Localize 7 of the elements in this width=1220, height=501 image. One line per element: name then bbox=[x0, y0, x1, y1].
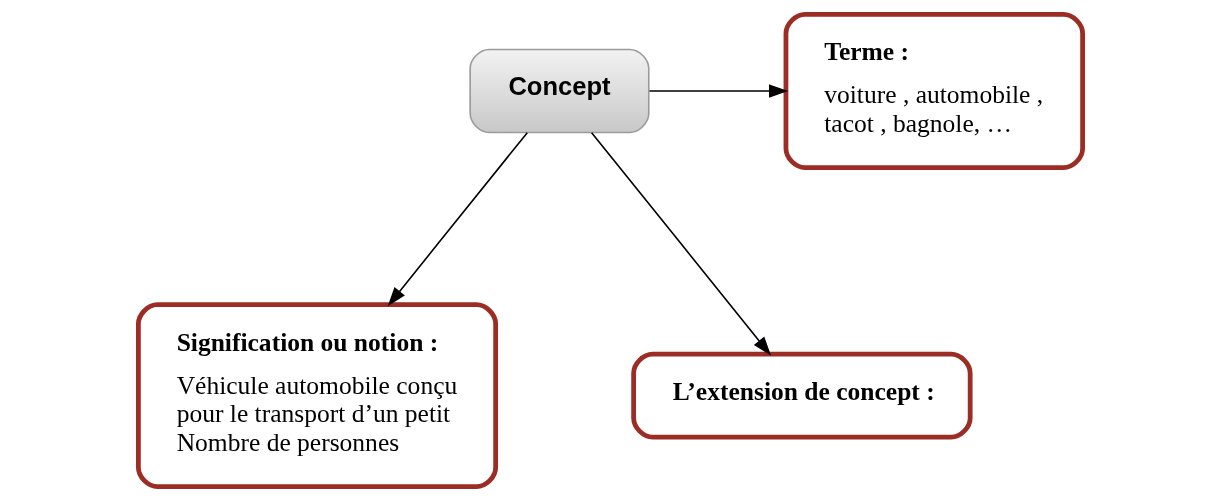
arrow bbox=[387, 131, 528, 307]
node-box: Terme : voiture , automobile , tacot , bagnole, … bbox=[783, 12, 1085, 170]
arrow bbox=[648, 84, 788, 98]
node-box: Signification ou notion : Véhicule automobile conçu pour le transport d’un petit Nombre de personnes bbox=[135, 302, 498, 489]
arrow bbox=[590, 131, 771, 356]
node-box: L’extension de concept : bbox=[630, 351, 973, 440]
node-box: Concept bbox=[468, 48, 650, 134]
